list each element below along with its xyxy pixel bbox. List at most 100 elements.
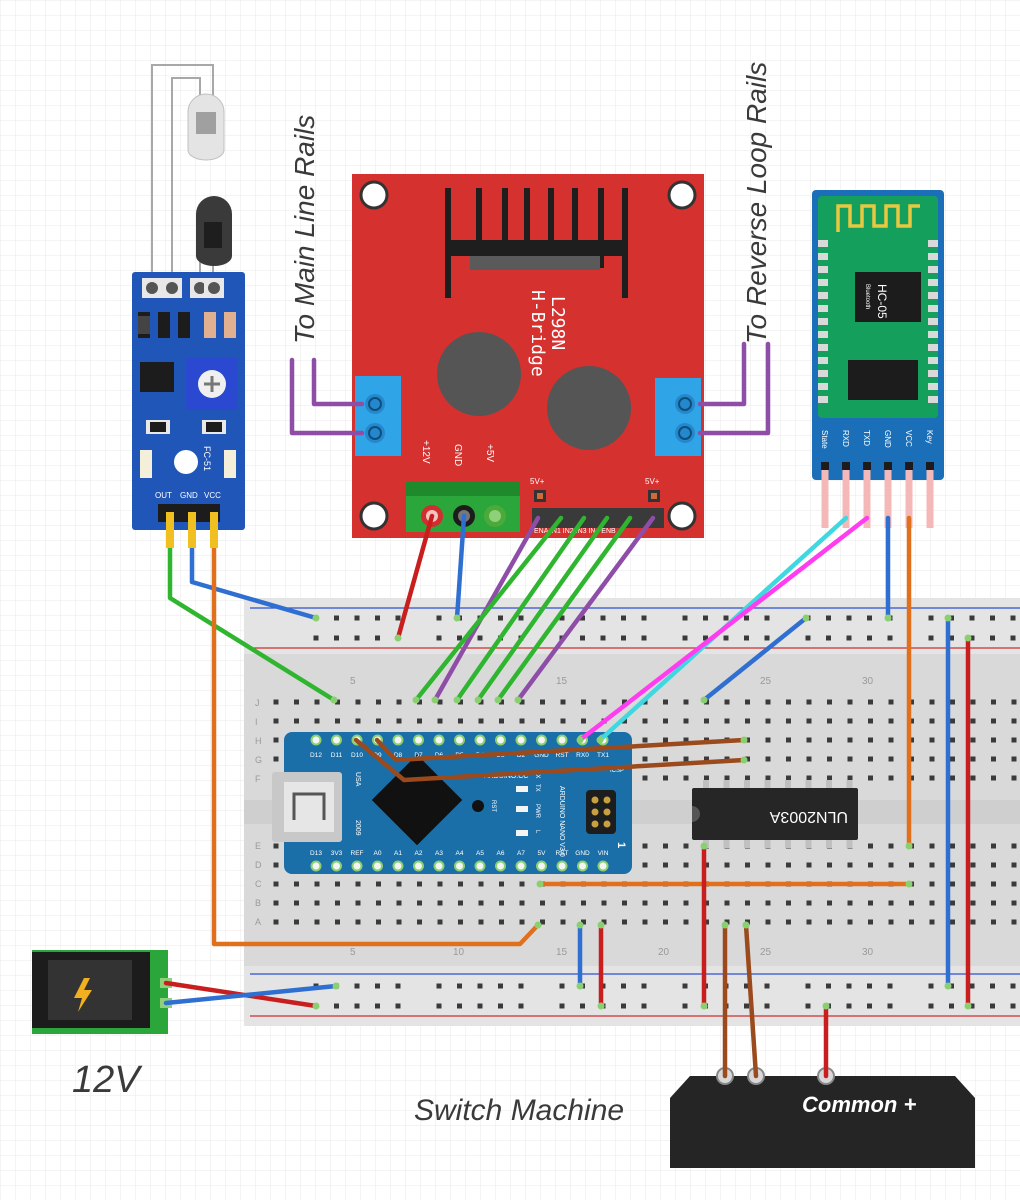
col-label-30: 30: [862, 676, 874, 687]
bt-pad: [928, 318, 938, 325]
row-label-b: B: [255, 898, 261, 908]
wire-endpoint: [576, 982, 584, 990]
wire-endpoint: [576, 921, 584, 929]
breadboard-hole: [723, 615, 729, 621]
ir-led-emitter: [187, 93, 225, 161]
wires: [163, 341, 972, 1079]
breadboard-hole: [376, 881, 381, 887]
breadboard-hole: [703, 615, 708, 621]
breadboard-hole: [786, 699, 791, 705]
arduino-l-label: L: [534, 830, 540, 834]
arduino-top-pin: [495, 734, 506, 746]
breadboard-hole: [827, 756, 832, 762]
breadboard-hole: [929, 699, 935, 705]
breadboard-hole: [355, 919, 361, 925]
bt-pin: [821, 470, 829, 528]
wire-endpoint: [453, 614, 461, 622]
breadboard-hole: [805, 983, 811, 989]
breadboard-hole: [683, 699, 689, 705]
breadboard-hole: [396, 919, 402, 925]
breadboard-hole: [805, 635, 811, 641]
breadboard-hole: [622, 699, 627, 705]
bt-pad: [818, 331, 828, 338]
breadboard-hole: [847, 775, 853, 781]
bt-pin-base: [884, 462, 892, 470]
col-label-30-bottom: 30: [862, 947, 874, 958]
breadboard-hole: [457, 1003, 462, 1009]
breadboard-hole: [294, 881, 299, 887]
breadboard-hole: [970, 843, 976, 849]
breadboard-hole: [335, 900, 340, 906]
breadboard-hole: [950, 756, 955, 762]
bt-pin: [926, 470, 934, 528]
breadboard-hole: [805, 1003, 811, 1009]
arduino-bottom-pin: [577, 860, 588, 872]
uln2003a-pin: [703, 780, 709, 788]
breadboard-hole: [847, 900, 853, 906]
breadboard-hole: [375, 983, 380, 989]
wire-motor-a-1: [311, 357, 365, 407]
breadboard-hole: [724, 699, 730, 705]
bt-pad: [818, 253, 828, 260]
breadboard-hole: [806, 919, 812, 925]
breadboard-hole: [396, 881, 402, 887]
breadboard-hole: [477, 983, 483, 989]
breadboard-hole: [929, 843, 935, 849]
breadboard-hole: [458, 881, 463, 887]
bt-pad: [818, 318, 828, 325]
breadboard-hole: [949, 635, 954, 641]
wire-endpoint: [944, 982, 952, 990]
arduino-top-pin-label: D8: [394, 752, 403, 759]
breadboard-hole: [970, 900, 976, 906]
breadboard-hole: [622, 718, 627, 724]
breadboard-hole: [909, 919, 914, 925]
bt-pad: [818, 240, 828, 247]
breadboard-hole: [518, 1003, 524, 1009]
breadboard-hole: [354, 615, 360, 621]
arduino-bottom-pin-label: A2: [415, 850, 423, 857]
bt-pad: [928, 344, 938, 351]
arduino-top-pin-label: RX0: [576, 752, 589, 759]
breadboard-hole: [499, 900, 504, 906]
breadboard-hole: [909, 862, 914, 868]
uln2003a-pin: [723, 840, 730, 848]
breadboard-hole: [313, 635, 319, 641]
jumper-a-label: 5V+: [530, 477, 545, 486]
breadboard-hole: [786, 775, 791, 781]
arduino-top-pin-label: D10: [351, 752, 363, 759]
breadboard-hole: [560, 718, 566, 724]
breadboard-hole: [458, 919, 463, 925]
wire-motor-b-2: [697, 341, 771, 436]
breadboard-hole: [744, 615, 749, 621]
breadboard-hole: [499, 881, 504, 887]
switch-machine: [670, 1067, 975, 1168]
breadboard-hole: [847, 737, 853, 743]
arduino-pwr-label: PWR: [534, 804, 540, 819]
breadboard-hole: [273, 718, 279, 724]
breadboard-hole: [970, 881, 976, 887]
arduino-bottom-pin: [331, 860, 342, 872]
jumper-b-label: 5V+: [645, 477, 660, 486]
breadboard-hole: [744, 635, 749, 641]
breadboard-hole: [663, 900, 668, 906]
breadboard-hole: [950, 699, 955, 705]
uln2003a-pin: [744, 840, 750, 848]
breadboard-hole: [622, 919, 627, 925]
wire-endpoint: [514, 696, 522, 704]
reset-button[interactable]: [472, 800, 484, 812]
breadboard-hole: [273, 900, 279, 906]
arduino-top-pin-label: TX1: [597, 752, 609, 759]
breadboard-hole: [314, 699, 320, 705]
hbridge-chip-label: L298N: [547, 296, 568, 350]
wire-endpoint: [742, 921, 750, 929]
wire-hbridge-gnd: [454, 513, 467, 621]
breadboard-hole: [970, 718, 976, 724]
wire-bt-txd: [577, 515, 870, 743]
arduino-top-pin-label: D7: [414, 752, 423, 759]
sensor-pin-out: [166, 512, 174, 548]
breadboard-hole: [663, 718, 668, 724]
breadboard-hole: [437, 900, 443, 906]
sensor-pin-gnd: [188, 512, 196, 548]
